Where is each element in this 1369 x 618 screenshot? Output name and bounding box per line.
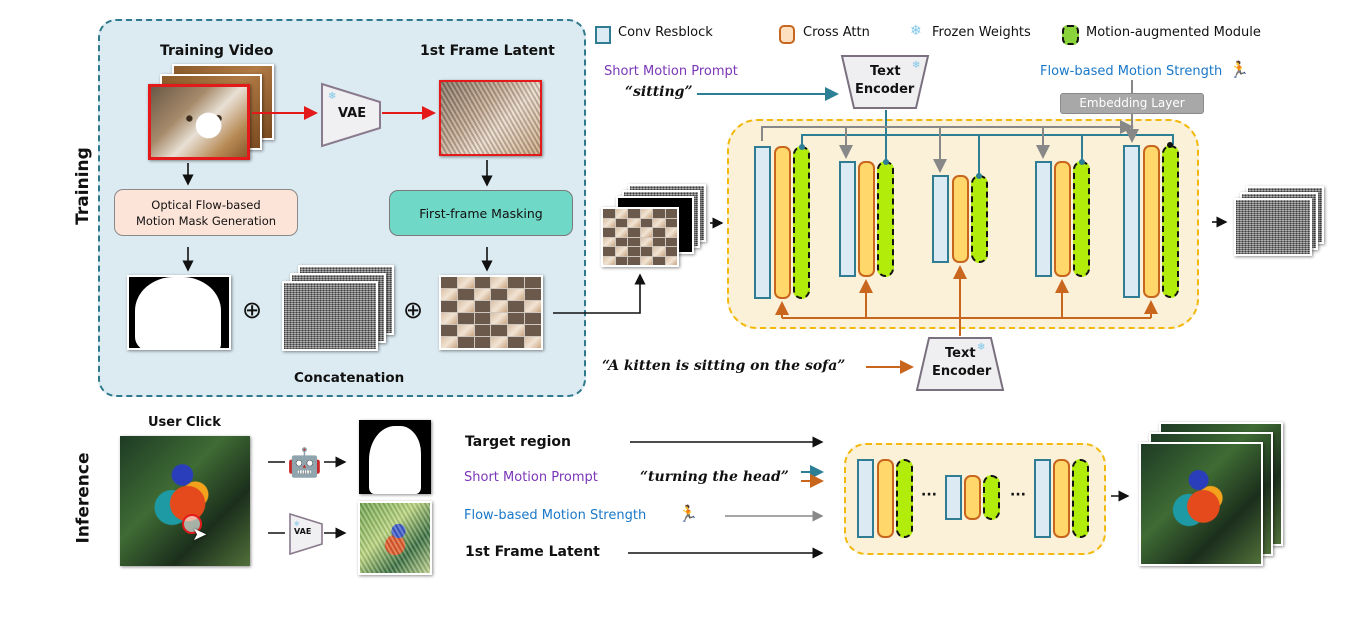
cross-attn-block — [858, 161, 875, 277]
text-encoder-bottom-line2: Encoder — [932, 364, 992, 379]
conv-resblock — [1034, 459, 1051, 538]
snowflake-icon: ❄ — [328, 91, 336, 102]
first-frame-latent — [439, 80, 542, 156]
legend-conv-resblock: Conv Resblock — [618, 25, 713, 40]
inference-latent-image — [358, 501, 432, 575]
optical-flow-line-2: Motion Mask Generation — [135, 213, 277, 228]
svg-text:❄: ❄ — [912, 60, 920, 71]
training-video-frame — [148, 84, 250, 160]
svg-text:❄: ❄ — [294, 520, 300, 528]
output-frame — [1139, 442, 1263, 566]
motion-strength-label: Flow-based Motion Strength — [1040, 64, 1223, 79]
cross-attn-block — [964, 475, 981, 520]
conv-resblock — [932, 175, 949, 263]
motion-mask-image — [127, 275, 231, 350]
training-video-title: Training Video — [160, 43, 274, 59]
short-motion-prompt-value: “sitting” — [625, 84, 693, 100]
target-region-label: Target region — [465, 434, 571, 450]
target-region-mask — [359, 420, 431, 494]
text-encoder-top: ❄ — [840, 55, 930, 109]
latent-title: 1st Frame Latent — [420, 43, 555, 59]
user-click-bird-image: ➤ — [120, 436, 250, 566]
snowflake-icon: ❄ — [977, 342, 985, 353]
inference-motion-strength-label: Flow-based Motion Strength — [464, 508, 647, 523]
oplus-symbol-2: ⊕ — [403, 296, 424, 324]
vae-encoder-inference: ❄ — [289, 512, 323, 556]
embedding-layer-box: Embedding Layer — [1060, 93, 1204, 114]
ellipsis-2: ··· — [1010, 487, 1026, 503]
input-stack-latent — [601, 207, 679, 267]
oplus-symbol-1: ⊕ — [242, 296, 263, 324]
click-cursor-icon — [182, 514, 202, 534]
robot-segmentation-icon: 🤖 — [287, 446, 322, 479]
snowflake-icon: ❄ — [294, 520, 300, 528]
snowflake-icon: ❄ — [910, 23, 922, 39]
conv-resblock — [839, 161, 856, 277]
conv-resblock — [754, 146, 771, 299]
text-encoder-top-line2: Encoder — [855, 82, 915, 97]
cross-attn-block — [1053, 459, 1070, 538]
output-noise-0 — [1234, 198, 1312, 256]
noise-frame — [282, 281, 378, 351]
conv-resblock — [857, 459, 874, 538]
teal-bus — [801, 134, 1174, 146]
ellipsis-1: ··· — [921, 487, 937, 503]
first-frame-masking-box: First-frame Masking — [389, 190, 573, 236]
short-motion-prompt-label: Short Motion Prompt — [604, 64, 738, 79]
conv-resblock — [1035, 161, 1052, 277]
conv-resblock — [945, 475, 962, 520]
cross-attn-swatch — [779, 25, 795, 44]
conv-resblock — [1123, 145, 1140, 298]
inference-short-prompt-label: Short Motion Prompt — [464, 470, 598, 485]
cross-attn-block — [952, 175, 969, 263]
running-figure-icon: 🏃 — [1229, 60, 1249, 79]
text-encoder-top-line1: Text — [870, 64, 901, 79]
vae-label: VAE — [338, 106, 367, 121]
vae-encoder: ❄ — [321, 82, 381, 148]
concatenation-label: Concatenation — [294, 370, 405, 386]
cross-attn-block — [877, 459, 894, 538]
motion-module — [896, 459, 913, 538]
svg-text:❄: ❄ — [328, 91, 336, 102]
user-click-title: User Click — [148, 415, 221, 430]
optical-flow-line-1: Optical Flow-based — [151, 197, 261, 212]
motion-module — [1072, 459, 1089, 538]
motion-module-swatch — [1062, 25, 1079, 45]
svg-text:❄: ❄ — [977, 342, 985, 353]
arrow-concat-to-stack — [553, 273, 646, 314]
cross-attn-block — [774, 146, 791, 299]
snowflake-icon: ❄ — [912, 60, 920, 71]
conv-resblock-swatch — [595, 26, 611, 44]
text-encoder-bottom: ❄ — [915, 337, 1005, 391]
legend-motion-module: Motion-augmented Module — [1086, 25, 1261, 40]
caption-prompt: “A kitten is sitting on the sofa” — [602, 358, 846, 374]
embedding-layer-label: Embedding Layer — [1079, 96, 1185, 110]
inference-short-prompt-value: “turning the head” — [640, 469, 789, 485]
motion-module — [983, 475, 1000, 520]
legend-frozen-weights: Frozen Weights — [932, 25, 1031, 40]
cross-attn-block — [1054, 161, 1071, 277]
running-figure-icon: 🏃 — [678, 504, 698, 523]
legend-cross-attn: Cross Attn — [803, 25, 870, 40]
inference-latent-label: 1st Frame Latent — [465, 544, 600, 560]
cross-attn-block — [1143, 145, 1160, 298]
text-encoder-bottom-line1: Text — [945, 346, 976, 361]
vae-label-inference: VAE — [294, 527, 312, 536]
masked-latent-image — [439, 275, 543, 350]
